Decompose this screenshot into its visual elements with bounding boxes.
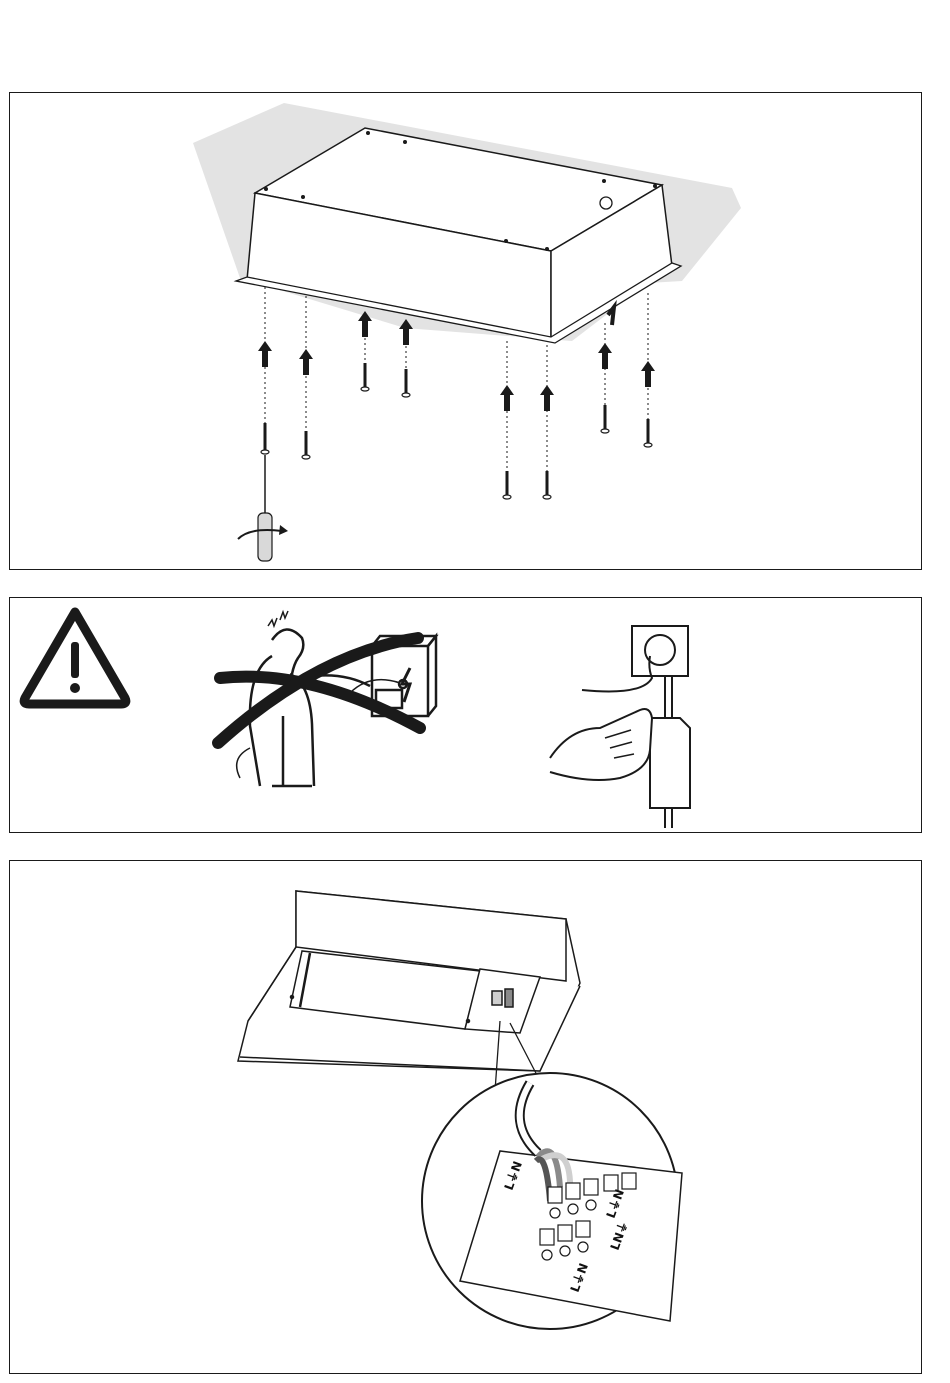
wiring-illustration: L⏚N L⏚N L⏚N LN⏚ (10, 861, 923, 1375)
hood-underside (238, 891, 580, 1071)
mounting-illustration-panel (9, 92, 922, 570)
no-live-work-icon (218, 611, 436, 786)
unplug-socket-icon (550, 626, 690, 828)
safety-warning-illustration (10, 598, 923, 834)
duct-hole (600, 197, 612, 209)
magnified-terminal-detail: L⏚N L⏚N L⏚N LN⏚ (422, 1073, 682, 1329)
wiring-illustration-panel: L⏚N L⏚N L⏚N LN⏚ (9, 860, 922, 1374)
screw-icons (261, 363, 652, 499)
safety-warning-panel (9, 597, 922, 833)
screwdriver-icon (238, 455, 288, 561)
mounting-illustration (10, 93, 923, 571)
warning-triangle-icon (24, 612, 126, 704)
